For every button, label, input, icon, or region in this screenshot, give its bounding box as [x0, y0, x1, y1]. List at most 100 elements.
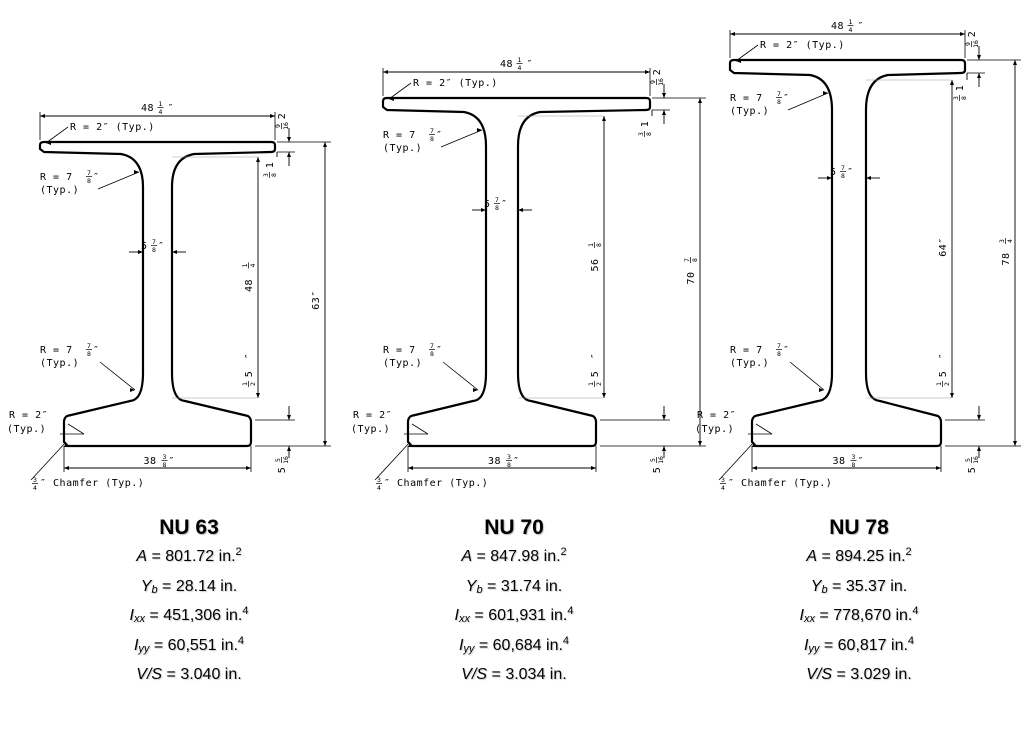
- fraction-numerator: 1: [849, 18, 853, 26]
- property-value: = 894.25 in.: [817, 548, 906, 565]
- property-exponent: 4: [237, 634, 245, 647]
- upper-fillet-radius-label: R = 7: [383, 130, 416, 141]
- bottom-flange-width-fraction: 38: [506, 453, 512, 469]
- bottom-flange-width-dimension: [408, 466, 596, 470]
- property-value: = 778,670 in.: [814, 607, 913, 624]
- property-yb: Yb = 28.14 in.: [59, 572, 319, 602]
- arrowhead: [46, 141, 51, 145]
- property-subscript: b: [151, 583, 158, 596]
- inch-mark: ″: [93, 345, 100, 356]
- fraction-numerator: 1: [587, 243, 595, 247]
- property-symbol: I: [458, 636, 464, 654]
- property-value: = 801.72 in.: [147, 548, 236, 565]
- inch-mark: ″: [169, 456, 176, 467]
- property-ixx: Ixx = 601,931 in.4: [384, 601, 644, 631]
- chamfer-fraction: 34: [720, 476, 726, 492]
- property-subscript: b: [821, 583, 828, 596]
- property-value: = 28.14 in.: [157, 577, 238, 595]
- arrowhead: [323, 142, 327, 147]
- bottom-radius-label: R = 2″: [353, 410, 392, 421]
- arrowhead: [408, 442, 412, 447]
- web-thickness-label: 5: [830, 167, 837, 178]
- arrowhead: [270, 114, 275, 118]
- arrowhead: [287, 415, 291, 420]
- arrowhead: [473, 388, 478, 392]
- web-height-label: 56: [590, 258, 601, 271]
- property-exponent: 2: [235, 546, 242, 558]
- property-value: = 3.029 in.: [832, 666, 912, 683]
- fraction-numerator: 7: [495, 196, 499, 204]
- arrowhead: [823, 91, 828, 95]
- property-symbol: I: [133, 636, 139, 654]
- fraction-denominator: 4: [1006, 239, 1014, 243]
- arrowhead: [752, 466, 757, 470]
- upper-haunch-label: 1: [640, 121, 651, 128]
- upper-fillet-typ-label: (Typ.): [730, 106, 769, 117]
- top-flange-width-label: 48: [500, 59, 513, 70]
- top-flange-width-dimension: [730, 32, 965, 36]
- property-exponent: 4: [242, 605, 249, 617]
- arrowhead: [134, 170, 139, 174]
- arrowhead: [602, 116, 606, 121]
- property-symbol: A: [806, 548, 818, 565]
- leader-line: [45, 126, 69, 144]
- property-ixx: Ixx = 778,670 in.4: [729, 601, 989, 631]
- property-value: = 3.034 in.: [487, 666, 567, 683]
- fraction-denominator: 8: [270, 173, 278, 177]
- bottom-radius-typ-label: (Typ.): [351, 424, 390, 435]
- top-radius-label: R = 2″ (Typ.): [413, 78, 498, 89]
- lower-fillet-typ-label: (Typ.): [40, 358, 79, 369]
- girder-outline: [381, 96, 652, 448]
- arrowhead: [662, 110, 666, 115]
- web-thickness-label: 5: [141, 241, 148, 252]
- arrowhead: [256, 393, 260, 398]
- property-subscript: xx: [803, 613, 815, 625]
- fraction-numerator: 3: [507, 453, 511, 461]
- girder-outline: [728, 58, 967, 448]
- lower-fillet-radius-fraction: 78: [429, 342, 435, 358]
- web-thickness-fraction: 78: [494, 196, 500, 212]
- bottom-radius-typ-label: (Typ.): [695, 424, 734, 435]
- property-exponent: 4: [567, 605, 574, 617]
- fraction-denominator: 8: [777, 350, 781, 358]
- bottom-flange-width-dimension: [64, 466, 251, 470]
- top-flange-width-label: 48: [141, 103, 154, 114]
- top-flange-width-dimension: [383, 70, 650, 74]
- property-subscript: yy: [463, 642, 475, 655]
- arrowhead: [246, 466, 251, 470]
- property-vs: V/S = 3.040 in.: [59, 660, 319, 690]
- fraction-denominator: 8: [691, 258, 699, 262]
- bottom-radius-label: R = 2″: [697, 410, 736, 421]
- total-height-dimension: [698, 98, 702, 446]
- property-ixx: Ixx = 451,306 in.4: [59, 601, 319, 631]
- fraction-numerator: 7: [777, 342, 781, 350]
- bottom-flange-width-fraction: 38: [850, 453, 857, 469]
- arrowhead: [138, 250, 143, 254]
- chamfer-label: ″ Chamfer (Typ.): [384, 478, 488, 489]
- arrowhead: [960, 32, 965, 36]
- property-symbol: V/S: [806, 666, 833, 683]
- fraction-denominator: 4: [159, 108, 163, 116]
- fraction-numerator: 3: [637, 132, 645, 136]
- top-flange-thickness-label: 2: [277, 113, 288, 120]
- chamfer-fraction: 34: [376, 476, 382, 492]
- property-symbol: Y: [810, 577, 822, 595]
- property-a: A = 801.72 in.2: [59, 542, 319, 572]
- leader-line: [787, 92, 829, 111]
- fraction-denominator: 4: [518, 64, 522, 72]
- inch-mark: ″: [513, 456, 520, 467]
- inch-mark: ″: [527, 59, 534, 70]
- upper-fillet-radius-fraction: 78: [776, 90, 782, 106]
- fraction-numerator: 7: [683, 258, 691, 262]
- fraction-denominator: 2: [595, 382, 603, 386]
- web-thickness-fraction: 78: [151, 238, 157, 254]
- bottom-radius-typ-label: (Typ.): [7, 424, 46, 435]
- inch-mark: ″: [244, 353, 255, 360]
